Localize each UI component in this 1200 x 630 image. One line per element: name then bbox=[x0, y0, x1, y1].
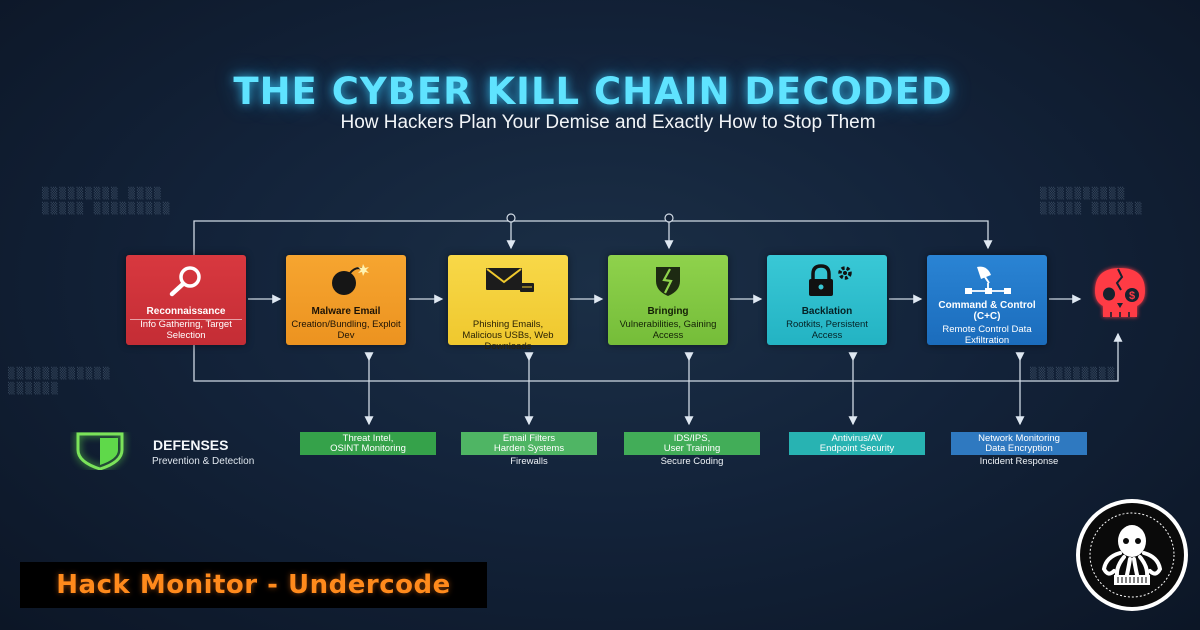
top-loop-line bbox=[193, 220, 993, 255]
defense-line: Endpoint Security bbox=[819, 443, 895, 454]
bottom-loop-line bbox=[193, 332, 1123, 382]
page-title: THE CYBER KILL CHAIN DECODED bbox=[233, 70, 953, 113]
stage-detail: Remote Control Data Exfiltration bbox=[942, 324, 1032, 346]
background-texture-left-lower: ▒▒▒▒▒▒▒▒▒▒▒▒▒▒▒▒▒▒ bbox=[8, 367, 112, 395]
defense-extra: Firewalls bbox=[510, 456, 548, 467]
defense-line: Antivirus/AV bbox=[831, 433, 883, 444]
defense-line: Email Filters bbox=[502, 433, 556, 444]
defense-extra: Secure Coding bbox=[660, 456, 724, 467]
defenses-subtitle: Prevention & Detection bbox=[152, 456, 255, 467]
junction-dot bbox=[664, 213, 674, 223]
stage-name: Reconnaissance bbox=[130, 306, 242, 320]
stage-detail: Vulnerabilities, Gaining Access bbox=[619, 319, 717, 341]
stage-detail: Info Gathering, Target Selection bbox=[140, 319, 232, 341]
defense-box-delivery: Email Filters Harden Systems Firewalls bbox=[461, 432, 597, 467]
defense-line: OSINT Monitoring bbox=[330, 443, 406, 454]
defense-line: User Training bbox=[663, 443, 721, 454]
stage-reconnaissance: Reconnaissance Info Gathering, Target Se… bbox=[126, 255, 246, 345]
background-texture-right: ▒▒▒▒▒▒▒▒▒▒▒▒▒▒▒ ▒▒▒▒▒▒ bbox=[1040, 187, 1144, 215]
defense-line: Data Encryption bbox=[985, 443, 1053, 454]
stage-weaponization: Malware Email Creation/Bundling, Exploit… bbox=[286, 255, 406, 345]
defense-box-recon: Threat Intel, OSINT Monitoring bbox=[300, 432, 436, 455]
stage-command-and-control: Command & Control (C+C) Remote Control D… bbox=[927, 255, 1047, 346]
stage-exploitation: Bringing Vulnerabilities, Gaining Access bbox=[608, 255, 728, 345]
defense-line: Threat Intel, bbox=[342, 433, 394, 444]
background-texture-left: ▒▒▒▒▒▒▒▒▒ ▒▒▒▒▒▒▒▒▒ ▒▒▒▒▒▒▒▒▒ bbox=[42, 187, 172, 215]
defense-extra: Incident Response bbox=[979, 456, 1059, 467]
skull-dollar-icon: $ bbox=[1095, 268, 1145, 317]
stage-name: Malware Email bbox=[311, 306, 381, 317]
magnifier-icon bbox=[169, 266, 201, 297]
defense-shield-icon bbox=[76, 432, 124, 470]
broken-shield-icon bbox=[656, 267, 680, 296]
stage-name: Bringing bbox=[647, 306, 689, 317]
stage-name: Backlation bbox=[801, 306, 853, 317]
svg-text:$: $ bbox=[1129, 290, 1135, 302]
stage-detail: Phishing Emails, Malicious USBs, Web Dow… bbox=[462, 319, 554, 352]
defense-box-installation: Antivirus/AV Endpoint Security bbox=[789, 432, 925, 455]
defense-line: IDS/IPS, bbox=[673, 433, 711, 444]
bomb-icon bbox=[332, 264, 369, 295]
page-subtitle: How Hackers Plan Your Demise and Exactly… bbox=[340, 112, 876, 133]
octopus-logo-icon bbox=[1076, 499, 1188, 611]
stage-name: Command & Control (C+C) bbox=[938, 300, 1036, 322]
defense-box-exploitation: IDS/IPS, User Training Secure Coding bbox=[624, 432, 760, 467]
stage-detail: Rootkits, Persistent Access bbox=[786, 319, 868, 341]
junction-dot bbox=[506, 213, 516, 223]
defense-box-command-control: Network Monitoring Data Encryption Incid… bbox=[951, 432, 1087, 467]
defense-line: Harden Systems bbox=[493, 443, 565, 454]
brand-banner: Hack Monitor - Undercode bbox=[20, 562, 487, 608]
stage-delivery: Phishing Emails, Malicious USBs, Web Dow… bbox=[448, 255, 568, 352]
lock-gear-icon bbox=[809, 264, 852, 296]
background-texture-right-lower: ▒▒▒▒▒▒▒▒▒▒ bbox=[1030, 367, 1117, 380]
envelope-icon bbox=[486, 268, 534, 292]
defenses-title: DEFENSES bbox=[153, 437, 229, 453]
stage-installation: Backlation Rootkits, Persistent Access bbox=[767, 255, 887, 345]
satellite-network-icon bbox=[965, 266, 1011, 294]
stage-detail: Creation/Bundling, Exploit Dev bbox=[291, 319, 401, 341]
defense-line: Network Monitoring bbox=[978, 433, 1060, 444]
